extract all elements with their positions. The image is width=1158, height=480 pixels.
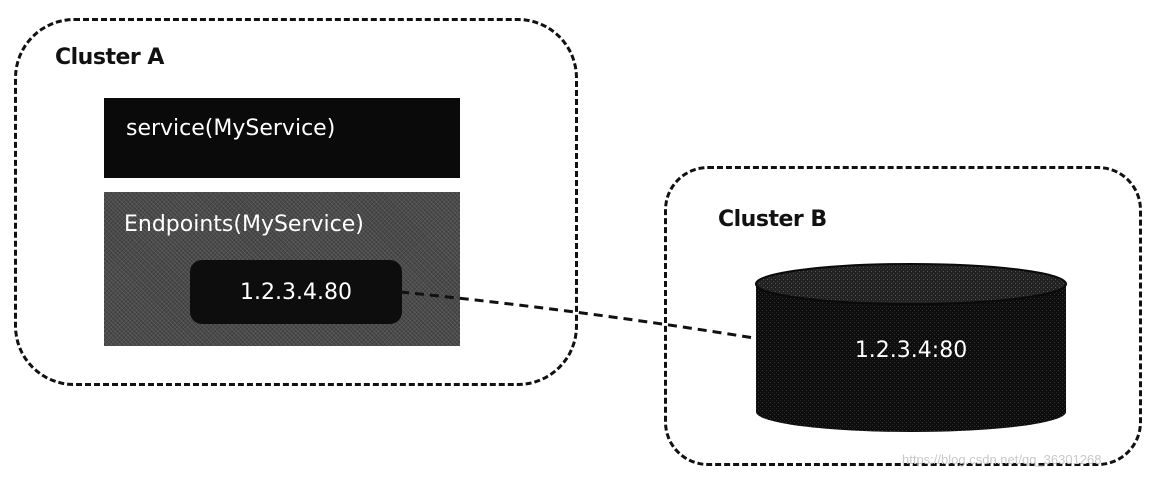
endpoints-box: Endpoints(MyService) 1.2.3.4.80 [104,192,460,346]
cylinder-body [756,284,1066,432]
database-address: 1.2.3.4:80 [854,338,968,363]
service-box: service(MyService) [104,98,460,178]
endpoints-label: Endpoints(MyService) [124,212,364,237]
database-cylinder-icon [755,263,1067,432]
service-label: service(MyService) [126,116,336,141]
endpoint-address: 1.2.3.4.80 [190,260,402,324]
cluster-a-title: Cluster A [55,45,164,70]
cylinder-top [755,263,1067,305]
endpoint-address-text: 1.2.3.4.80 [240,279,352,305]
watermark-text: https://blog.csdn.net/qq_36301268 [902,452,1102,467]
cluster-b-title: Cluster B [718,207,827,232]
